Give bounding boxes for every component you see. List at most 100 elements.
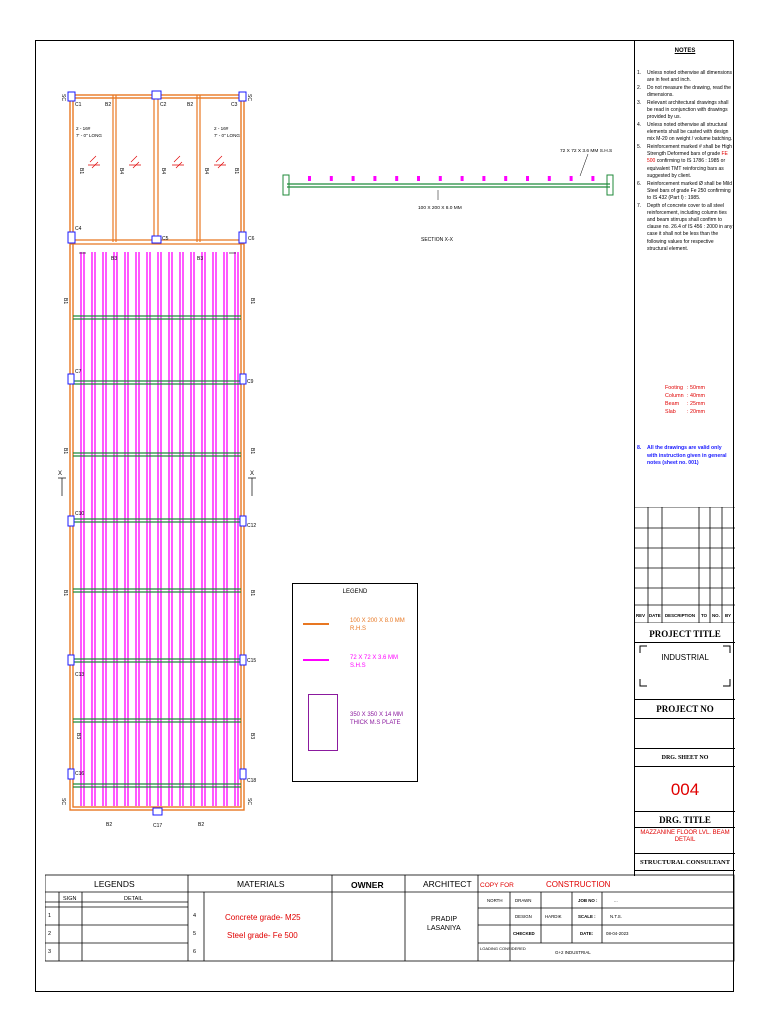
loading-value: G+2 INDUSTRIAL — [555, 950, 591, 955]
rebar-note-right-2: 7' - 0" LONG — [214, 133, 240, 138]
beam-label-b3-right-2: B3 — [249, 733, 255, 739]
col-label-c1: C1 — [75, 102, 82, 108]
beam-label-b1-top-2: B1 — [233, 168, 239, 174]
beam-label-b1-right-3: B1 — [249, 590, 255, 596]
note-4: 4.Unless noted otherwise all structural … — [637, 121, 733, 143]
shs-section-mark — [460, 176, 464, 181]
beam-label-b4-top-1: B4 — [118, 168, 124, 174]
col-label-c10: C10 — [75, 511, 84, 517]
note-1: 1.Unless noted otherwise all dimensions … — [637, 70, 733, 84]
section-cut-line — [58, 477, 256, 496]
sheet-no: 004 — [635, 766, 735, 811]
project-title-label: PROJECT TITLE — [649, 629, 721, 639]
col-label-c9: C9 — [247, 379, 254, 385]
legends-header: LEGENDS — [94, 879, 135, 889]
framing-plan: C1 C2 C3 C4 C5 C6 C7 C9 C10 C12 C13 C15 … — [58, 90, 256, 829]
shs-section-mark — [438, 176, 442, 181]
note-3: 3.Relevant architectural drawings shall … — [637, 99, 729, 121]
note-8: 8.All the drawings are valid only with i… — [637, 445, 727, 466]
beam-label-b2-top-right: B2 — [187, 102, 193, 108]
construction-label: CONSTRUCTION — [546, 880, 611, 889]
beam-label-b1-top-1: B1 — [78, 168, 84, 174]
sheet-no-label: DRG. SHEET NO — [635, 748, 735, 766]
beam-label-b3-right: B3 — [197, 256, 203, 262]
beam-label-sc-bottom-right: SC — [246, 798, 252, 805]
beam-label-b3-left-2: B3 — [75, 733, 81, 739]
section-top-label: 72 X 72 X 3.6 MM S.H.S — [560, 148, 612, 154]
legend-row-2: 2 — [48, 931, 51, 937]
beam-label-b2-bottom-right: B2 — [198, 822, 204, 828]
scale-value: N.T.S. — [610, 914, 622, 919]
beam-label-b3-left: B3 — [111, 256, 117, 262]
beam-label-b1-right-1: B1 — [249, 298, 255, 304]
beam-label-b1-left-2: B1 — [62, 448, 68, 454]
drg-title-label: DRG. TITLE — [635, 811, 735, 827]
shs-section-mark — [351, 176, 355, 181]
col-label-c5: C5 — [162, 236, 169, 242]
drawn-label: DRAWN — [515, 898, 531, 903]
col-label-c2: C2 — [160, 102, 167, 108]
beam-label-sc-bottom-left: SC — [60, 798, 66, 805]
rev-col-description: DESCRIPTION — [665, 613, 695, 618]
shs-section-mark — [417, 176, 420, 181]
plan-joists — [80, 252, 239, 806]
drawing-sheet-border — [35, 40, 734, 992]
col-label-c16: C16 — [75, 771, 84, 777]
beam-label-sc-top-left: SC — [60, 94, 66, 101]
material-row-6: 6 — [193, 949, 196, 955]
col-label-c17: C17 — [153, 823, 162, 829]
sign-header: SIGN — [63, 896, 76, 902]
shs-section-mark — [308, 176, 311, 181]
loading-label: LOADING CONSIDERED — [480, 946, 526, 951]
shs-section-mark — [373, 176, 377, 181]
col-label-c4: C4 — [75, 226, 82, 232]
job-no-value: ... — [614, 898, 618, 903]
beam-label-b4-top-3: B4 — [203, 168, 209, 174]
shs-section-mark — [569, 176, 573, 181]
checked-label: CHECKED — [513, 931, 535, 936]
shs-section-mark — [482, 176, 486, 181]
legend-row-1: 1 — [48, 913, 51, 919]
col-label-c12: C12 — [247, 523, 256, 529]
architect-name-2: LASANIYA — [427, 925, 461, 932]
shs-section-mark — [504, 176, 508, 181]
date-value: 08-04-2023 — [606, 931, 629, 936]
design-value: HARDIK — [545, 914, 562, 919]
rebar-note-right-1: 2 - 16# — [214, 126, 229, 131]
section-mark-right: X — [250, 471, 254, 477]
beam-label-b4-top-2: B4 — [160, 168, 166, 174]
shs-section-mark — [547, 176, 551, 181]
section-mark-left: X — [58, 471, 62, 477]
revision-table: REV DATE DESCRIPTION TO NO. BY — [635, 507, 735, 623]
rev-col-to: TO — [701, 613, 708, 618]
north-label: NORTH — [487, 898, 503, 903]
rev-col-by: BY — [725, 613, 731, 618]
material-steel: Steel grade- Fe 500 — [227, 931, 298, 940]
shs-section-mark — [395, 176, 399, 181]
legend-swatch-plate — [308, 694, 338, 751]
legend-title: LEGEND — [342, 589, 368, 595]
plan-column-plates — [67, 90, 247, 816]
rev-col-date: DATE — [649, 613, 661, 618]
col-label-c15: C15 — [247, 658, 256, 664]
beam-label-b1-left-1: B1 — [62, 298, 68, 304]
legend-swatch-shs — [303, 659, 329, 661]
legend-swatch-rhs — [303, 623, 329, 625]
col-label-c3: C3 — [231, 102, 238, 108]
copy-for-label: COPY FOR — [480, 882, 514, 889]
consultant-label: STRUCTURAL CONSULTANT — [635, 853, 735, 871]
col-label-c6: C6 — [248, 236, 255, 242]
beam-label-b2-bottom-left: B2 — [106, 822, 112, 828]
material-concrete: Concrete grade- M25 — [225, 913, 301, 922]
material-row-4: 4 — [193, 913, 196, 919]
beam-label-b1-right-2: B1 — [249, 448, 255, 454]
col-label-c18: C18 — [247, 778, 256, 784]
plan-top-bay-beams — [70, 95, 244, 245]
rev-col-rev: REV — [636, 613, 645, 618]
rev-col-no: NO. — [712, 613, 720, 618]
owner-header: OWNER — [351, 880, 384, 890]
title-panel: NOTES 1.Unless noted otherwise all dimen… — [634, 40, 735, 876]
